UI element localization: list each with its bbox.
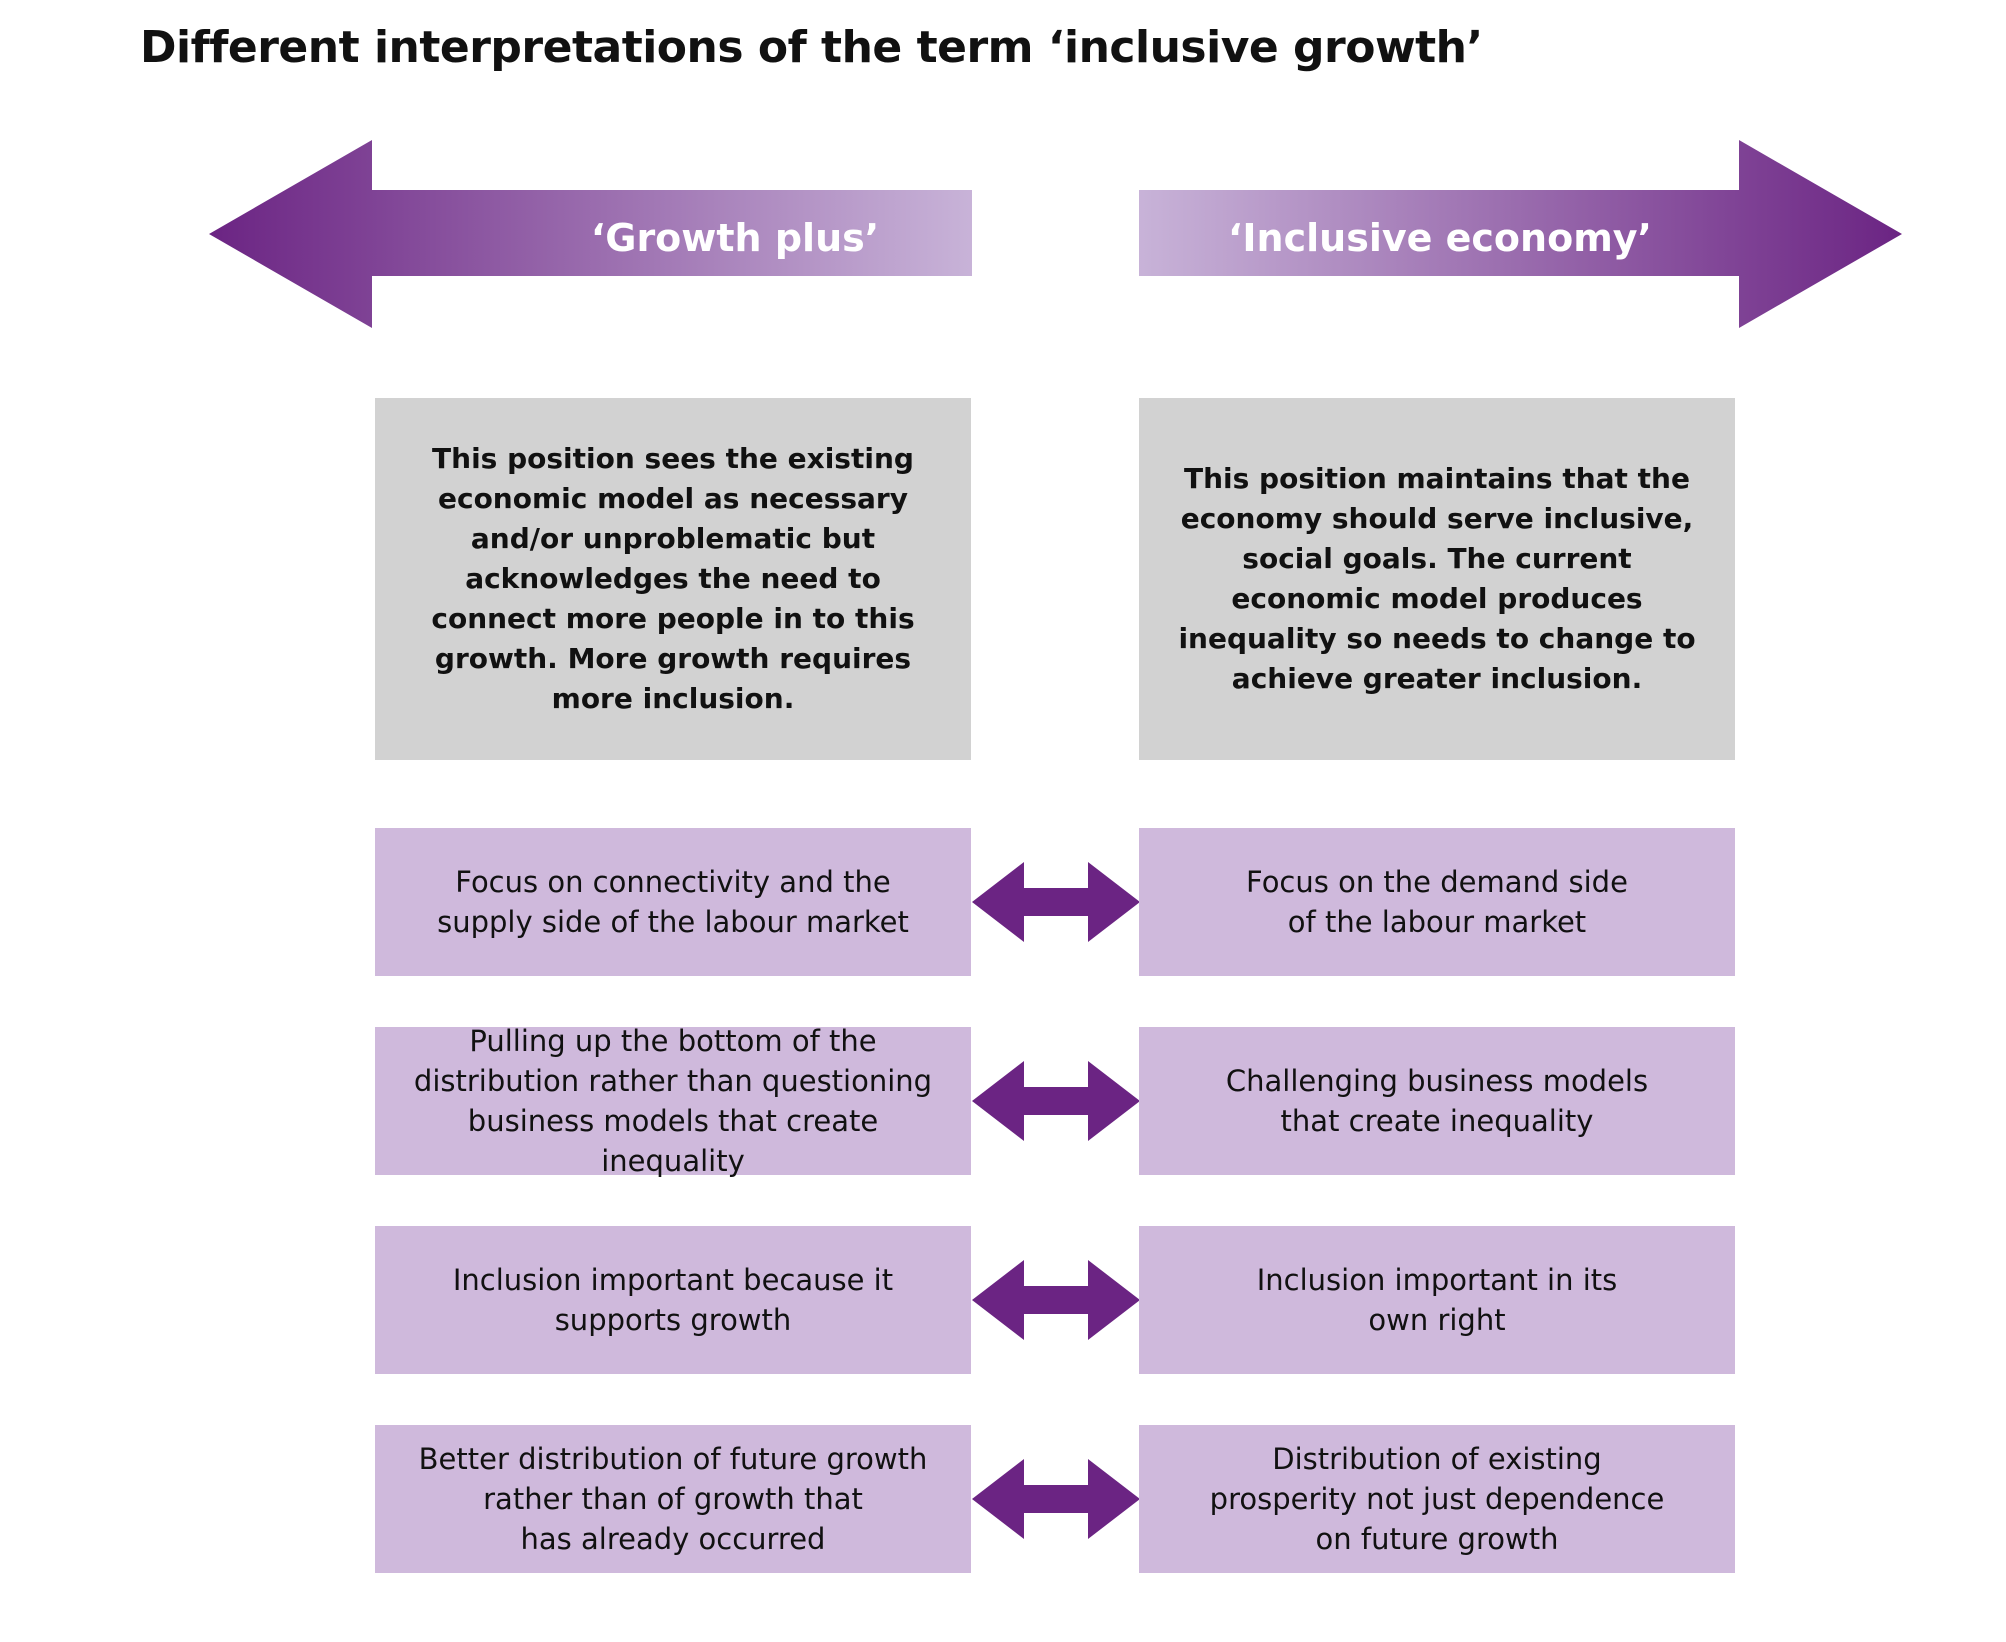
growth-plus-description: This position sees the existing economic…: [375, 398, 971, 760]
comparison-row: Pulling up the bottom of the distributio…: [0, 1024, 2006, 1178]
spectrum-arrows: [209, 140, 1902, 328]
inclusive-economy-point: Inclusion important in its own right: [1139, 1226, 1735, 1374]
comparison-row: Focus on connectivity and the supply sid…: [0, 828, 2006, 976]
inclusive-economy-point: Challenging business models that create …: [1139, 1027, 1735, 1175]
page-title: Different interpretations of the term ‘i…: [140, 22, 1483, 73]
growth-plus-arrow: [209, 140, 972, 328]
growth-plus-point: Pulling up the bottom of the distributio…: [375, 1024, 971, 1178]
growth-plus-label: ‘Growth plus’: [590, 216, 880, 260]
growth-plus-point: Better distribution of future growth rat…: [375, 1425, 971, 1573]
inclusive-economy-point: Focus on the demand side of the labour m…: [1139, 828, 1735, 976]
double-arrow-icon: [972, 1459, 1140, 1539]
double-arrow-icon: [972, 862, 1140, 942]
growth-plus-point: Inclusion important because it supports …: [375, 1226, 971, 1374]
double-arrow-icon: [972, 1061, 1140, 1141]
inclusive-economy-arrow: [1139, 140, 1902, 328]
inclusive-economy-point: Distribution of existing prosperity not …: [1139, 1425, 1735, 1573]
inclusive-economy-description: This position maintains that the economy…: [1139, 398, 1735, 760]
inclusive-economy-label: ‘Inclusive economy’: [1227, 216, 1652, 260]
comparison-row: Inclusion important because it supports …: [0, 1226, 2006, 1374]
growth-plus-point: Focus on connectivity and the supply sid…: [375, 828, 971, 976]
comparison-row: Better distribution of future growth rat…: [0, 1425, 2006, 1573]
double-arrow-icon: [972, 1260, 1140, 1340]
